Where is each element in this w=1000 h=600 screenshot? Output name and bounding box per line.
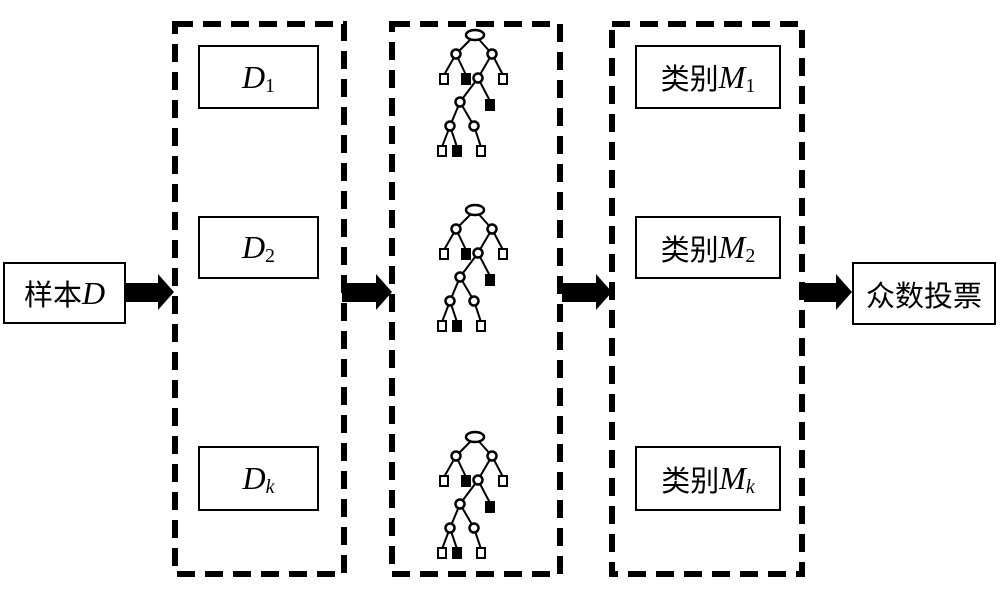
tree-internal-node	[486, 223, 498, 235]
tree-internal-node	[450, 450, 462, 462]
class-var: M	[718, 229, 746, 265]
subset-var: D	[241, 58, 266, 95]
class-sub: k	[745, 476, 755, 498]
decision-tree-icon	[437, 430, 508, 559]
tree-leaf-filled	[452, 320, 462, 332]
tree-leaf-empty	[498, 475, 508, 487]
tree-leaf-filled	[452, 145, 462, 157]
tree-root-node	[464, 203, 486, 217]
class-label: 类别	[661, 463, 720, 498]
tree-internal-node	[450, 48, 462, 60]
tree-leaf-empty	[476, 145, 486, 157]
subset-var: D	[241, 229, 266, 265]
tree-root-node	[464, 430, 486, 444]
tree-root-node	[464, 28, 486, 42]
decision-tree-icon	[437, 203, 508, 332]
tree-internal-node	[472, 247, 484, 259]
class-label: 类别	[660, 232, 719, 267]
tree-leaf-empty	[498, 248, 508, 260]
tree-leaf-filled	[485, 99, 495, 111]
class-panel	[609, 21, 805, 577]
class-var: M	[719, 460, 746, 496]
tree-leaf-empty	[437, 320, 447, 332]
right-block-arrow-icon	[342, 274, 392, 310]
sample-variable: D	[81, 274, 106, 311]
subset-panel	[172, 21, 347, 577]
tree-internal-node	[444, 120, 456, 132]
tree-internal-node	[472, 474, 484, 486]
tree-internal-node	[486, 48, 498, 60]
tree-leaf-filled	[461, 475, 471, 487]
tree-leaf-empty	[476, 320, 486, 332]
class-label: 类别	[660, 62, 719, 96]
right-block-arrow-icon	[562, 274, 612, 310]
tree-internal-node	[450, 223, 462, 235]
tree-leaf-filled	[461, 248, 471, 260]
tree-internal-node	[444, 295, 456, 307]
tree-leaf-empty	[437, 145, 447, 157]
class-sub: 1	[745, 74, 756, 97]
majority-vote-label: 众数投票	[865, 278, 982, 313]
tree-internal-node	[454, 271, 466, 283]
tree-leaf-filled	[485, 274, 495, 286]
tree-internal-node	[472, 72, 484, 84]
tree-leaf-filled	[485, 501, 495, 513]
tree-internal-node	[454, 498, 466, 510]
tree-leaf-empty	[439, 475, 449, 487]
tree-leaf-empty	[439, 73, 449, 85]
right-block-arrow-icon	[804, 274, 852, 310]
tree-leaf-empty	[439, 248, 449, 260]
tree-leaf-empty	[498, 73, 508, 85]
tree-leaf-empty	[437, 547, 447, 559]
tree-internal-node	[444, 522, 456, 534]
tree-panel	[389, 21, 563, 577]
class-sub: 2	[745, 245, 756, 267]
tree-internal-node	[486, 450, 498, 462]
tree-leaf-empty	[476, 547, 486, 559]
right-block-arrow-icon	[125, 274, 174, 310]
tree-leaf-filled	[452, 547, 462, 559]
tree-internal-node	[468, 295, 480, 307]
sample-label: 样本	[23, 278, 82, 312]
tree-internal-node	[468, 120, 480, 132]
class-var: M	[718, 58, 746, 95]
subset-sub: 1	[265, 74, 276, 97]
subset-sub: k	[265, 476, 275, 498]
majority-vote-box: 众数投票	[852, 262, 996, 325]
tree-internal-node	[468, 522, 480, 534]
subset-sub: 2	[265, 245, 276, 267]
subset-var: D	[242, 460, 266, 496]
tree-internal-node	[454, 96, 466, 108]
tree-leaf-filled	[461, 73, 471, 85]
decision-tree-icon	[437, 28, 508, 157]
